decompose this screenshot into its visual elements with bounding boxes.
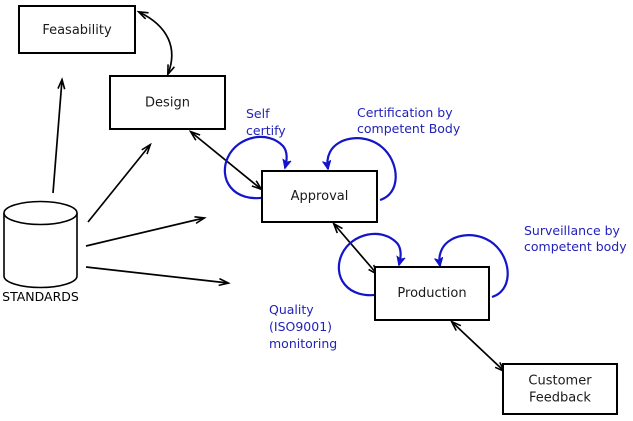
connection-standards-approval <box>85 218 204 247</box>
annotation-quality-line2: (ISO9001) <box>269 319 332 334</box>
node-standards-label: STANDARDS <box>2 289 79 304</box>
loop-self-certify <box>223 135 287 200</box>
connection-standards-design <box>87 145 150 223</box>
node-customer-feedback-label-line2: Feedback <box>529 391 591 406</box>
node-customer-feedback-label-line1: Customer <box>528 374 592 389</box>
node-feasability-label: Feasability <box>42 23 112 38</box>
annotation-self-certify-line1: Self <box>246 106 270 121</box>
loop-surveillance-competent-body <box>439 234 509 299</box>
node-design[interactable]: Design <box>109 75 226 130</box>
annotation-surveillance-line2: competent body <box>524 239 627 254</box>
annotation-quality-line1: Quality <box>269 302 314 317</box>
loop-certification-competent-body <box>327 137 397 202</box>
connection-feasability-design <box>139 12 172 74</box>
node-production[interactable]: Production <box>374 266 490 321</box>
annotation-certification-competent-body: Certification by competent Body <box>357 105 461 136</box>
annotation-certification-line1: Certification by <box>357 105 453 120</box>
annotation-self-certify: Self certify <box>246 106 286 138</box>
annotation-quality-monitoring: Quality (ISO9001) monitoring <box>269 302 337 351</box>
annotation-surveillance-line1: Surveillance by <box>524 223 621 238</box>
loop-quality-monitoring <box>337 232 401 297</box>
node-approval[interactable]: Approval <box>261 170 378 223</box>
connection-approval-production <box>334 224 377 274</box>
annotation-quality-line3: monitoring <box>269 336 337 351</box>
connection-standards-production <box>85 266 228 283</box>
connection-standards-feasability <box>52 80 62 194</box>
node-approval-label: Approval <box>291 189 349 204</box>
node-feasability[interactable]: Feasability <box>18 5 136 54</box>
node-production-label: Production <box>397 286 466 301</box>
annotation-certification-line2: competent Body <box>357 121 461 136</box>
node-customer-feedback[interactable]: Customer Feedback <box>502 363 618 415</box>
annotation-self-certify-line2: certify <box>246 123 286 138</box>
node-standards-datastore[interactable]: STANDARDS <box>2 200 79 305</box>
annotation-surveillance-competent-body: Surveillance by competent body <box>524 223 627 254</box>
node-design-label: Design <box>145 96 190 111</box>
connection-production-feedback <box>452 322 504 371</box>
